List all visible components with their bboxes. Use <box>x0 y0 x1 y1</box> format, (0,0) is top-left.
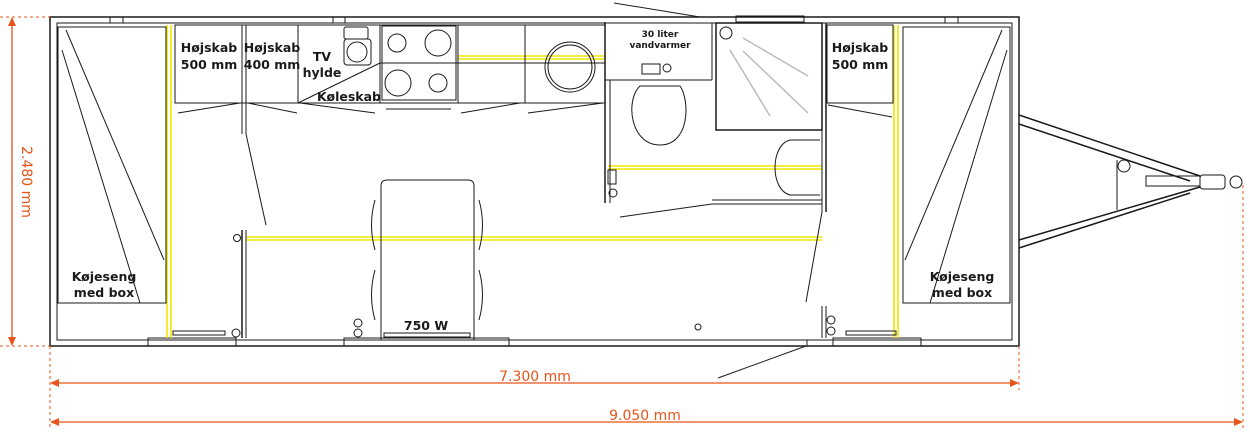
heater <box>383 332 471 338</box>
plan-label: 400 mm <box>244 57 301 72</box>
plan-label: med box <box>74 285 134 300</box>
dining-table: 750 W <box>371 179 483 340</box>
plan-label: vandvarmer <box>629 41 691 51</box>
plan-label: Køjeseng <box>72 269 137 284</box>
bunk-right: Køjeseng med box <box>902 26 1011 304</box>
plan-label: Højskab <box>181 40 238 55</box>
plan-label: Højskab <box>832 40 889 55</box>
dimension-lines: 2.480 mm 7.300 mm 9.050 mm <box>0 16 1244 428</box>
plan-label: Køleskab <box>317 89 381 104</box>
dimension-total-length: 9.050 mm <box>609 408 681 424</box>
bunk-left: Køjeseng med box <box>57 26 167 304</box>
plan-label: 500 mm <box>832 57 889 72</box>
plan-label: 750 W <box>404 318 448 333</box>
plan-label: hylde <box>303 65 342 80</box>
plan-label: Højskab <box>244 40 301 55</box>
plan-label: med box <box>932 285 992 300</box>
electrical-lines <box>166 25 899 338</box>
bathroom: 30 liter vandvarmer Højskab 500 mm <box>604 2 894 303</box>
dimension-body-length: 7.300 mm <box>499 369 571 385</box>
shower <box>715 22 823 131</box>
kitchen-cabinets: Højskab 500 mm Højskab 400 mm TV hylde K… <box>174 24 606 226</box>
sink <box>544 41 596 93</box>
drawbar <box>1018 114 1243 249</box>
plan-label: 500 mm <box>181 57 238 72</box>
plan-label: 30 liter <box>642 30 679 40</box>
stove <box>381 25 457 101</box>
plan-label: TV <box>313 49 332 64</box>
washbasin <box>774 139 820 196</box>
trailer-body <box>49 15 1020 347</box>
plan-label: Køjeseng <box>930 269 995 284</box>
toilet <box>631 85 687 146</box>
dimension-width: 2.480 mm <box>18 146 34 218</box>
